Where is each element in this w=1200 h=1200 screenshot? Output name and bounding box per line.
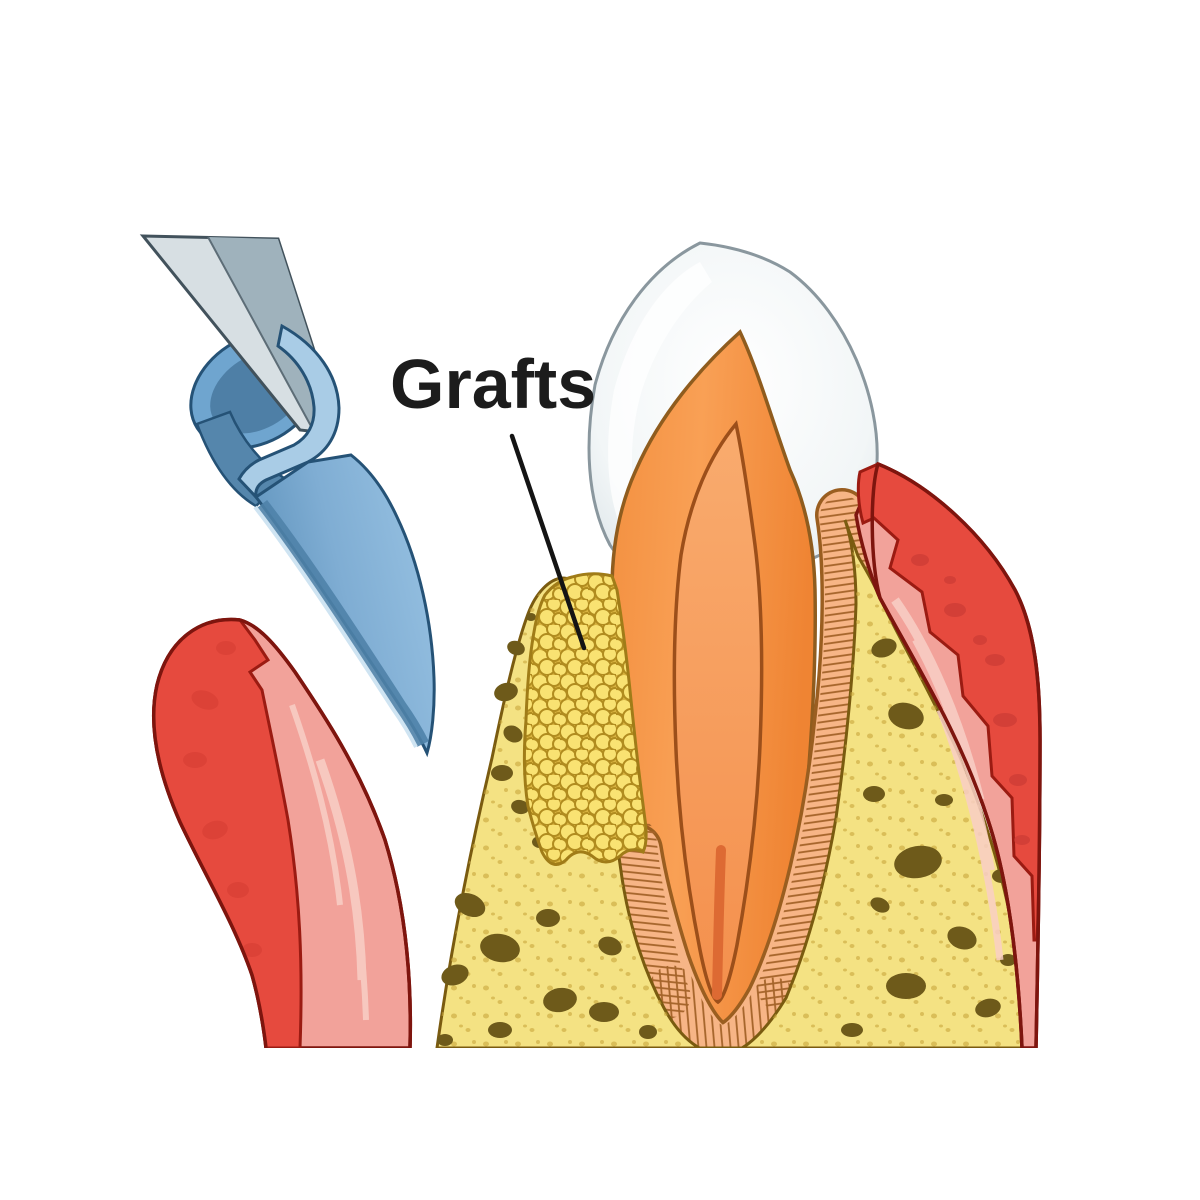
ligament-striation-right [757,495,870,1011]
instrument-metal-blade [139,234,332,434]
periodontal-ligament [609,488,875,1048]
gum-flap-mottling [183,641,262,957]
root-canal [712,845,726,1000]
gum-right-outline [870,462,1042,1048]
gum-flap-left [151,617,413,1048]
enamel-highlight [608,262,712,538]
instrument-blade-edge-highlight [253,505,418,748]
bone-trabecular-spots [437,613,1016,1046]
gum-flap-outline [151,617,413,1048]
gum-right [854,461,1042,1048]
instrument-front-fold [237,323,341,502]
gum-flap-streaks [289,704,369,1021]
tooth-pulp [672,420,764,1005]
grafts-label: Grafts [390,345,596,423]
surgical-instrument [139,234,436,758]
pointer-line [509,433,587,651]
bone-graft-granules [522,572,648,866]
gum-right-mottling [911,554,1030,845]
instrument-blade-channel-shadow [256,500,429,747]
